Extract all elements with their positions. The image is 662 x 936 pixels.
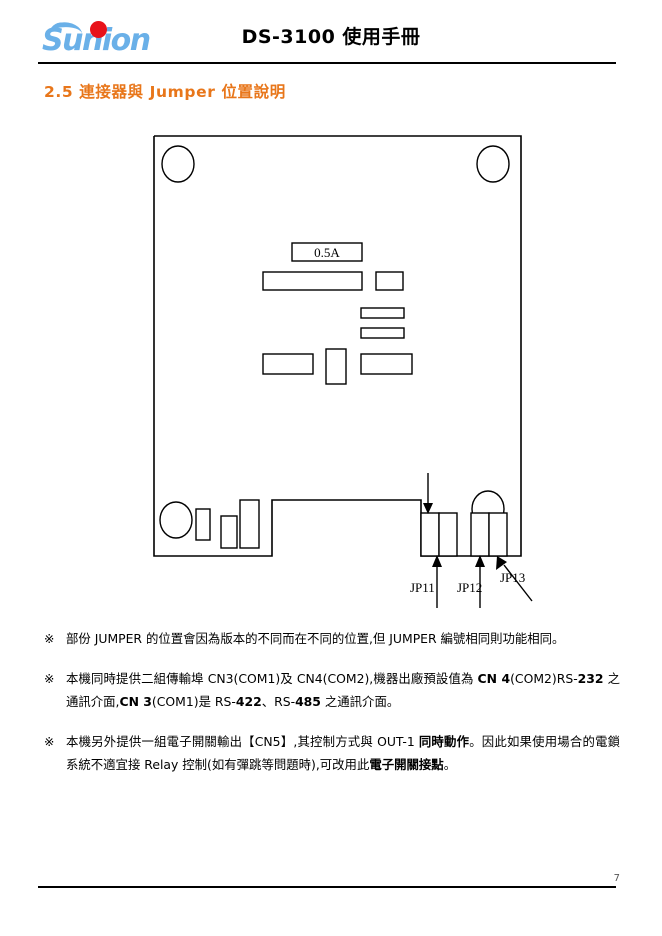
page-title: DS-3100 使用手冊 <box>241 26 421 48</box>
connector-bl-3 <box>239 499 260 549</box>
jumper-jp12-pin <box>470 512 490 557</box>
notes-list: ※ 部份 JUMPER 的位置會因為版本的不同而在不同的位置,但 JUMPER … <box>44 628 620 794</box>
header-divider <box>38 62 616 64</box>
connector-bl-1 <box>195 508 211 541</box>
jumper-jp11-pin-b <box>438 512 458 557</box>
component-strip-lower <box>360 327 405 339</box>
mounting-hole-top-left <box>161 145 195 183</box>
component-small-right <box>375 271 404 291</box>
pcb-board-outline <box>153 135 522 557</box>
note-text: 本機同時提供二組傳輸埠 CN3(COM1)及 CN4(COM2),機器出廠預設值… <box>66 670 620 709</box>
note-bullet-icon: ※ <box>44 631 55 646</box>
component-mid-left <box>262 353 314 375</box>
logo-red-dot-icon <box>90 21 107 38</box>
page-number: 7 <box>613 873 620 884</box>
fuse-component <box>291 242 363 262</box>
component-relay-large <box>262 271 363 291</box>
connector-bl-2 <box>220 515 238 549</box>
label-jp11: JP11 <box>410 580 435 595</box>
page-header: Sunion DS-3100 使用手冊 <box>0 0 662 66</box>
mounting-hole-bottom-left <box>159 501 193 539</box>
note-item: ※ 本機另外提供一組電子開關輸出【CN5】,其控制方式與 OUT-1 同時動作。… <box>44 731 620 777</box>
sunion-logo: Sunion <box>42 20 162 62</box>
label-jp13: JP13 <box>500 570 526 585</box>
footer-divider <box>38 886 616 888</box>
fuse-label: 0.5A <box>314 245 340 260</box>
jumper-jp11-pin-a <box>420 512 440 557</box>
note-bullet-icon: ※ <box>44 670 55 686</box>
arrow-head-jp11 <box>432 555 442 567</box>
arrow-head-down-jp <box>423 503 433 514</box>
mounting-hole-top-right <box>476 145 510 183</box>
arrow-line-jp13 <box>503 564 533 602</box>
section-heading: 2.5 連接器與 Jumper 位置說明 <box>44 83 286 101</box>
note-bullet-icon: ※ <box>44 733 55 749</box>
note-item: ※ 本機同時提供二組傳輸埠 CN3(COM1)及 CN4(COM2),機器出廠預… <box>44 668 620 714</box>
component-mid-vertical <box>325 348 347 385</box>
note-text: 本機另外提供一組電子開關輸出【CN5】,其控制方式與 OUT-1 同時動作。因此… <box>66 733 621 772</box>
pcb-diagram-svg: 0.5A <box>153 135 533 608</box>
note-item: ※ 部份 JUMPER 的位置會因為版本的不同而在不同的位置,但 JUMPER … <box>44 628 620 651</box>
label-jp12: JP12 <box>457 580 483 595</box>
arrow-head-jp12 <box>475 555 485 567</box>
arrow-head-jp13 <box>496 556 507 570</box>
note-text: 部份 JUMPER 的位置會因為版本的不同而在不同的位置,但 JUMPER 編號… <box>66 631 565 646</box>
component-strip-upper <box>360 307 405 319</box>
component-mid-right <box>360 353 413 375</box>
jumper-jp13-pin <box>488 512 508 557</box>
pcb-layout-diagram: 0.5A JP11 JP12 JP <box>140 128 540 608</box>
